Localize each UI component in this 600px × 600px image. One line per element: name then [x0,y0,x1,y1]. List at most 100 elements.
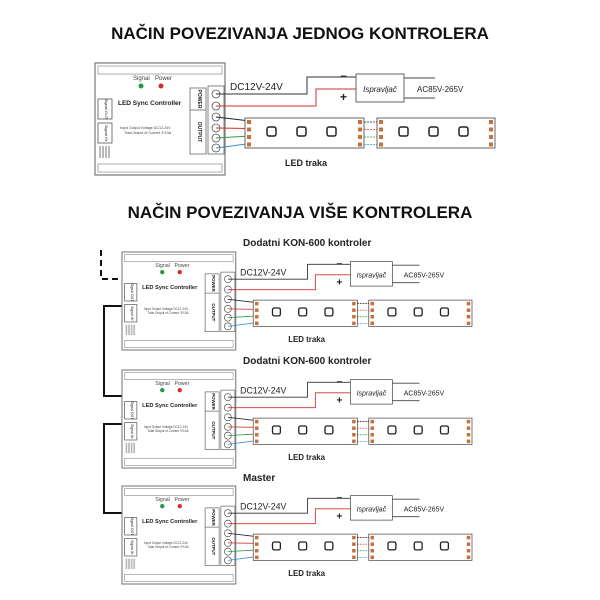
signal-led-label: Signal [155,381,170,387]
solder-pad [255,542,259,546]
signal-in-port [124,538,138,557]
solder-pad [370,542,374,546]
solder-pad [255,308,259,312]
led-strip-label: LED traka [285,158,328,168]
power-terminal-label: POWER [211,275,216,292]
solder-pad [255,549,259,553]
signal-out-port [124,401,138,420]
ac-voltage-label: AC85V-265V [417,85,464,94]
terminal-label-panel [204,273,220,332]
controller-print-mark [133,442,136,454]
solder-pad [370,308,374,312]
led-chip-icon [298,425,308,435]
solder-pad [370,321,374,326]
led-strip-label: LED traka [288,453,325,462]
led-strip-segment [252,299,358,327]
led-strip-segment [244,117,365,149]
led-chip-icon [298,307,308,317]
power-terminal-label: POWER [211,393,216,410]
controller-top-rail [97,65,223,75]
power-led-label: Power [155,76,172,82]
label-master: Master [243,473,275,484]
led-chip-icon [413,425,423,435]
minus-sign: − [336,492,342,504]
negative-wire [227,263,351,280]
power-led-label: Power [175,263,190,269]
positive-wire [216,88,356,107]
solder-pad [466,549,471,553]
led-chip-icon [298,541,308,551]
solder-pad [370,419,374,424]
solder-pad [370,535,374,540]
output-terminal-label: OUTPUT [211,303,216,321]
signal-out-label: Signal OUT [130,283,134,302]
dc-voltage-label: DC12V-24V [240,386,286,396]
signal-led-icon [138,83,144,89]
signal-out-label: Signal OUT [130,517,134,536]
solder-pad [466,419,471,424]
signal-in-port [124,422,138,441]
signal-in-port [124,304,138,323]
led-chip-icon [271,425,282,435]
power-led-label: Power [175,497,190,503]
ac-voltage-label: AC85V-265V [404,506,445,513]
led-strip-segment [252,417,358,445]
solder-pad [352,419,356,424]
controller-name: LED Sync Controller [142,519,198,525]
led-chip-icon [398,126,409,137]
solder-pad [255,535,259,540]
controller-name: LED Sync Controller [142,285,198,291]
solder-pad [466,439,471,444]
solder-pad [370,426,374,430]
solder-pad [466,321,471,326]
rectifier-label: Ispravljač [357,272,387,279]
minus-sign: − [340,69,347,83]
solder-pad [247,142,251,147]
solder-pad [466,315,471,319]
power-terminal-label: POWER [196,90,202,109]
controller-print-mark [105,146,107,158]
led-chip-icon [387,541,397,551]
controller-spec-current: Total Output of Current 3*10A [147,429,189,433]
controller-print-mark [128,442,130,454]
solder-pad [370,549,374,553]
solder-pad [370,433,374,437]
terminal-label-panel [204,391,220,450]
rectifier-label: Ispravljač [363,85,397,94]
led-chip-icon [324,541,334,551]
signal-in-port [97,122,113,144]
strip-wire [227,440,258,445]
signal-in-label: Signal IN [130,424,134,439]
solder-pad [352,308,356,312]
led-strip-segment [368,299,473,327]
led-chip-icon [439,307,450,317]
ac-input-wires [404,77,435,99]
led-strip-label: LED traka [288,569,325,578]
plus-sign: + [336,276,342,288]
solder-pad [466,542,471,546]
led-chip-icon [439,541,450,551]
led-strip-segment [368,533,473,561]
plus-sign: + [340,90,347,104]
strip-wire [227,298,258,304]
solder-pad [352,426,356,430]
controller-spec-current: Total Output of Current 3*10A [124,131,172,135]
solder-pad [352,542,356,546]
rectifier-box [349,261,393,287]
output-terminal-label: OUTPUT [196,122,202,143]
negative-wire [216,76,356,95]
ac-input-wires [392,264,420,284]
rectifier-box [349,495,393,521]
solder-pad [370,555,374,560]
output-terminal-label: OUTPUT [211,537,216,555]
controller-spec-voltage: Input Output Voltage DC12-24V [144,307,189,311]
solder-pad [358,127,362,132]
led-strip-segment [376,117,496,149]
